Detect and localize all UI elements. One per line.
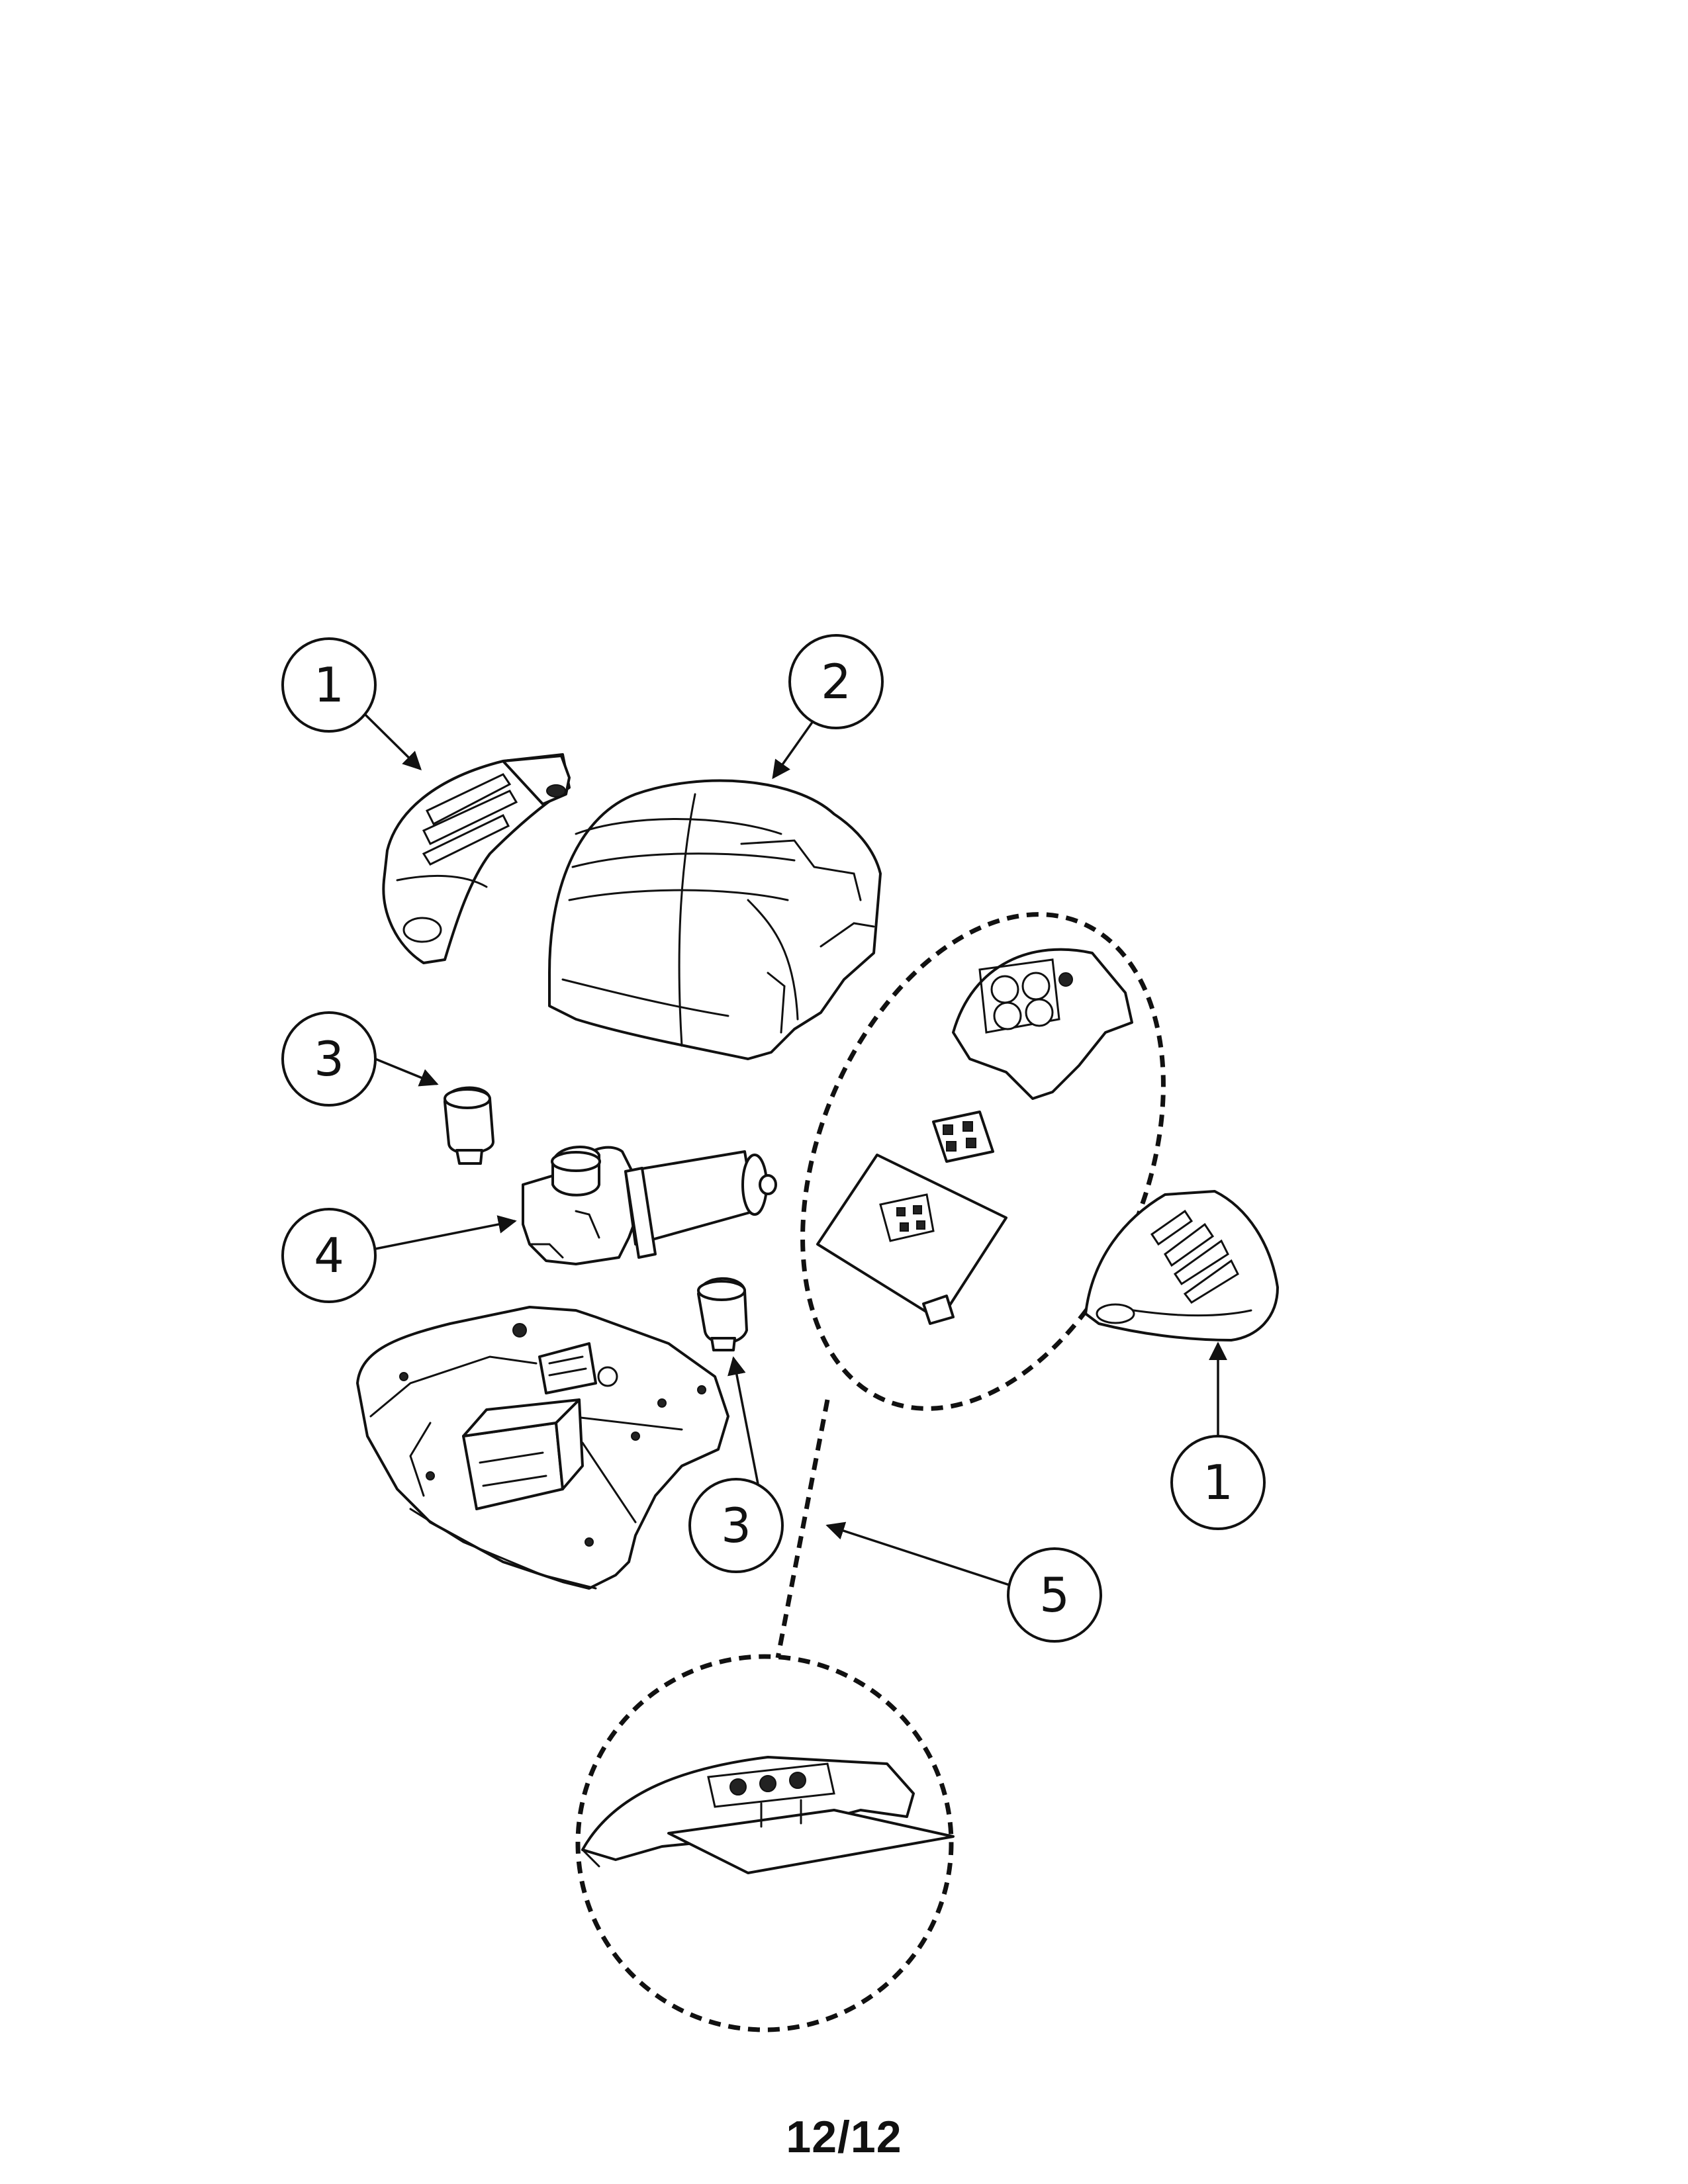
callout-label: 1 <box>314 657 344 713</box>
logic-board <box>816 1154 1008 1325</box>
callout-label: 2 <box>821 654 851 709</box>
right-light-lens <box>1084 1190 1279 1342</box>
main-cover <box>548 779 882 1060</box>
callout-label: 4 <box>314 1228 344 1283</box>
callout-lens-left: 1 <box>281 637 422 770</box>
callout-label: 1 <box>1203 1455 1233 1510</box>
left-light-lens <box>382 753 571 964</box>
callout-bulb-upper: 3 <box>281 1011 439 1107</box>
callout-cover: 2 <box>772 634 884 780</box>
assembled-panel-detail <box>581 1756 955 1874</box>
callout-label: 3 <box>314 1031 344 1087</box>
motor-assembly <box>522 1146 777 1265</box>
callout-motor: 4 <box>281 1208 517 1303</box>
chassis-base <box>356 1306 729 1590</box>
upper-light-bulb <box>444 1086 494 1165</box>
callout-control-board: 5 <box>825 1522 1102 1643</box>
callout-bulb-lower: 3 <box>688 1356 784 1573</box>
lower-light-bulb <box>697 1277 748 1351</box>
control-panel-lens <box>952 948 1133 1100</box>
control-buttons <box>932 1111 994 1163</box>
detail-connector-line <box>775 1399 830 1659</box>
page-number: 12/12 <box>786 2112 902 2162</box>
callout-label: 5 <box>1039 1567 1070 1623</box>
callout-lens-right: 1 <box>1170 1342 1266 1530</box>
detail-view-outline <box>575 1654 954 2032</box>
callout-label: 3 <box>721 1498 751 1553</box>
